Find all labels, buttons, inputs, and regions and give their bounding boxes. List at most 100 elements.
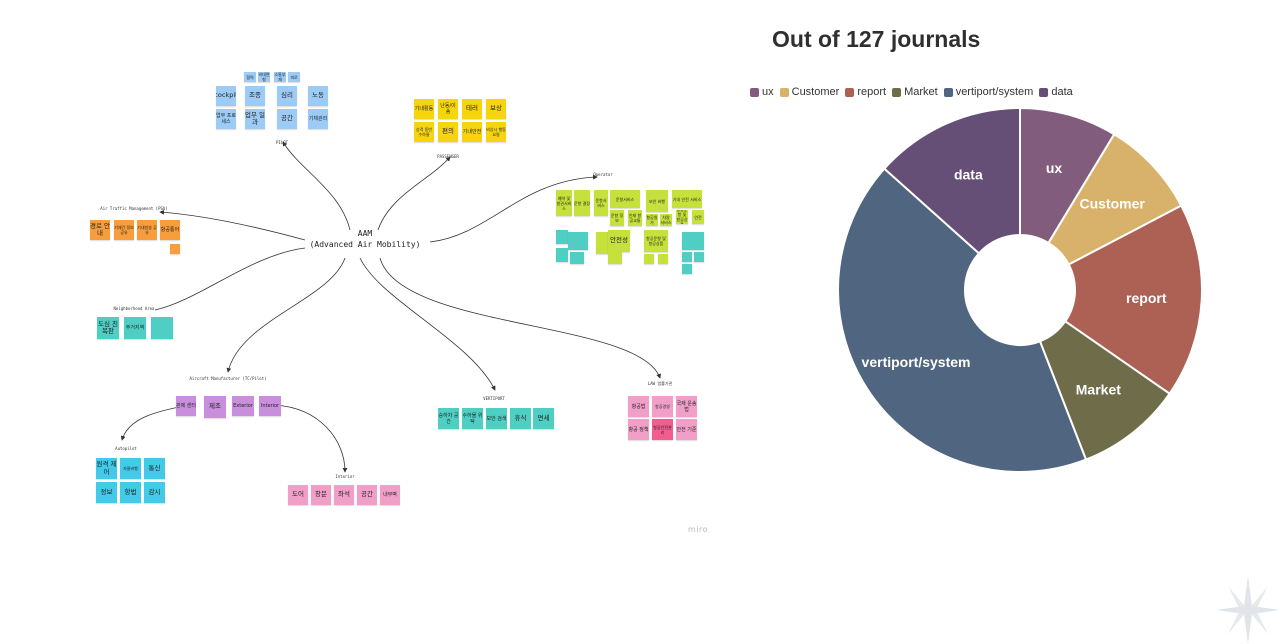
legend-item-vertiport-system[interactable]: vertiport/system [943, 86, 1033, 98]
sticky-note[interactable]: 기내 안전 서비스 [672, 190, 702, 208]
legend-item-report[interactable]: report [845, 86, 886, 98]
sticky-note[interactable]: 운항서비스 [594, 190, 608, 216]
sticky-note[interactable]: 감시 [144, 482, 165, 503]
sticky-note[interactable] [658, 254, 668, 264]
sticky-note[interactable]: 보상 [486, 99, 506, 119]
sticky-note[interactable]: 안전 [692, 210, 704, 224]
cluster-label-law: LAW 법률기관 [647, 381, 673, 386]
mindmap-center-node[interactable]: AAM (Advanced Air Mobility) [309, 229, 421, 249]
sticky-note[interactable]: 공간 [357, 485, 377, 505]
sticky-note[interactable] [170, 244, 180, 254]
sticky-note[interactable]: 정보 [96, 482, 117, 503]
slice-label: data [954, 167, 983, 183]
sticky-note[interactable]: 항공원가 [646, 214, 658, 226]
cluster-label-interior: Interior [335, 474, 355, 479]
sticky-note[interactable] [570, 252, 584, 264]
sticky-note[interactable]: 면세 [533, 408, 554, 429]
sticky-note[interactable]: 보안 비행 [646, 190, 668, 212]
sticky-note[interactable] [644, 254, 654, 264]
sticky-note[interactable]: 기체관리 [308, 109, 328, 129]
sticky-note[interactable]: 조종 [245, 86, 265, 106]
sticky-note[interactable]: 운항 결정 [574, 190, 590, 216]
legend-swatch [892, 87, 902, 97]
legend-swatch [750, 87, 759, 97]
sticky-note[interactable]: 휴식 [510, 408, 531, 429]
sticky-note[interactable]: 관제 센터 [176, 396, 196, 416]
sticky-note[interactable] [556, 248, 568, 262]
sticky-note[interactable] [596, 232, 608, 254]
sticky-note[interactable]: 예약 및 발권서비스 [556, 190, 572, 216]
sticky-note[interactable]: 보안 검색 [486, 408, 507, 429]
sticky-note[interactable]: 난동/이송 [438, 99, 458, 119]
sticky-note[interactable]: 안전성 [608, 230, 630, 252]
sticky-note[interactable]: 소통부재 [274, 72, 286, 82]
sticky-note[interactable]: Interior [259, 396, 281, 416]
sticky-note[interactable] [694, 252, 704, 262]
sticky-note[interactable]: 승하차 공간 [438, 408, 459, 429]
legend-label: ux [762, 86, 774, 98]
sticky-note[interactable]: 인재 항공교통 [628, 210, 642, 226]
slice-data[interactable] [882, 106, 1021, 255]
sticky-note[interactable]: 항공운항 및 항공상품 [676, 210, 688, 224]
legend-item-ux[interactable]: ux [750, 86, 774, 98]
sticky-note[interactable]: 업무 프로세스 [216, 109, 236, 129]
slice-label: report [1126, 290, 1167, 306]
sticky-note[interactable]: 운항 정보 [610, 210, 624, 226]
sticky-note[interactable]: 통신 [144, 458, 165, 479]
slice-vertiport-system[interactable] [837, 167, 1088, 473]
sticky-note[interactable]: 도어 [288, 485, 308, 505]
sticky-note[interactable]: 심리 [277, 86, 297, 106]
sticky-note[interactable] [682, 264, 692, 274]
sticky-note[interactable]: 기체간 정보 공유 [114, 220, 134, 240]
sticky-note[interactable]: 승객 동반 수하물 [414, 122, 434, 142]
sticky-note[interactable]: 협력 [244, 72, 256, 82]
sticky-note[interactable]: 항공 정책 [628, 419, 649, 440]
sticky-note[interactable]: 경로 안내 [90, 220, 110, 240]
sticky-note[interactable]: 창문 [311, 485, 331, 505]
sticky-note[interactable] [682, 232, 704, 250]
sticky-note[interactable]: Exterior [232, 396, 254, 416]
sticky-note[interactable]: 원격 제어 [96, 458, 117, 479]
slice-report[interactable] [1063, 204, 1203, 396]
cluster-label-passenger: PASSENGER [437, 154, 459, 159]
sticky-note[interactable]: 기내활동 [414, 99, 434, 119]
legend-item-data[interactable]: data [1039, 86, 1073, 98]
sticky-note[interactable] [682, 252, 692, 262]
sticky-note[interactable]: 항법 [120, 482, 141, 503]
sticky-note[interactable] [556, 230, 568, 244]
sticky-note[interactable]: 수하물 위탁 [462, 408, 483, 429]
sticky-note[interactable]: cockpit [216, 86, 236, 106]
sticky-note[interactable]: 테러 [462, 99, 482, 119]
sticky-note[interactable] [151, 317, 173, 339]
sticky-note[interactable]: 업무 일과 [245, 109, 265, 129]
sticky-note[interactable]: 기내방송 공유 [137, 220, 157, 240]
sticky-note[interactable]: 항공법 [628, 396, 649, 417]
sticky-note[interactable]: 항공운항 및 항공상품 [644, 230, 668, 252]
sticky-note[interactable]: 주거지역 [124, 317, 146, 339]
sticky-note[interactable]: 노동 [308, 86, 328, 106]
sticky-note[interactable]: 기내안전 [462, 122, 482, 142]
sticky-note[interactable]: 차량 서비스 [660, 214, 672, 226]
sticky-note[interactable]: 항공안전관리 [652, 419, 673, 440]
sticky-note[interactable]: 자율비행 [120, 458, 141, 479]
sticky-note[interactable] [608, 252, 622, 264]
slice-label: vertiport/system [862, 354, 971, 370]
legend-item-customer[interactable]: Customer [779, 86, 839, 98]
sticky-note[interactable]: 편의 [438, 122, 458, 142]
sticky-note[interactable] [568, 232, 588, 250]
sticky-note[interactable]: 운항서비스 [610, 190, 640, 208]
sticky-note[interactable]: 피로 [288, 72, 300, 82]
sticky-note[interactable]: 공간 [277, 109, 297, 129]
sticky-note[interactable]: 제조 [204, 396, 226, 418]
sticky-note[interactable]: 내부벽 [380, 485, 400, 505]
legend-item-market[interactable]: Market [892, 86, 938, 98]
sticky-note[interactable]: 비대면형 [258, 72, 270, 82]
slice-label: Customer [1079, 195, 1145, 211]
sticky-note[interactable]: 안전 기준 [676, 419, 697, 440]
sticky-note[interactable]: 국제 운송법 [676, 396, 697, 417]
sticky-note[interactable]: 좌석 [334, 485, 354, 505]
sticky-note[interactable]: 항공통어 [160, 220, 180, 240]
sticky-note[interactable]: 항공경영 [652, 396, 673, 417]
sticky-note[interactable]: 비상시 행동요령 [486, 122, 506, 142]
sticky-note[interactable]: 도심 친복판 [97, 317, 119, 339]
